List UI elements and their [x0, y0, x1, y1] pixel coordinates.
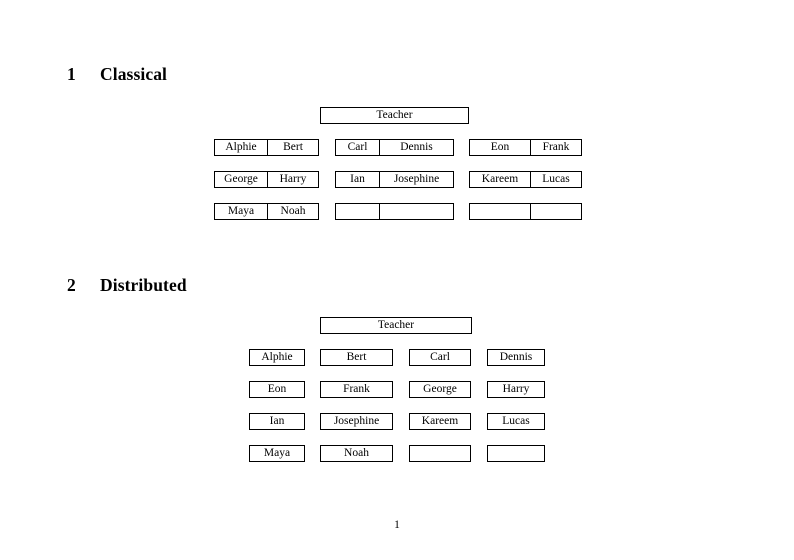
student-box: Frank — [320, 381, 393, 398]
student-box: Carl — [409, 349, 471, 366]
student-cell: Eon — [470, 140, 531, 155]
student-box: George — [409, 381, 471, 398]
student-label: George — [423, 383, 457, 395]
student-label: Frank — [343, 383, 370, 395]
section-title-2: Distributed — [100, 275, 187, 295]
teacher-label: Teacher — [377, 319, 415, 331]
student-box: Dennis — [487, 349, 545, 366]
section-number-1: 1 — [67, 64, 76, 84]
page-number: 1 — [394, 519, 400, 531]
student-cell: Carl — [336, 140, 380, 155]
student-label: Bert — [346, 351, 367, 363]
student-pair-box-empty — [335, 203, 454, 220]
student-label: Harry — [502, 383, 530, 395]
student-box-empty — [487, 445, 545, 462]
student-pair-box: Eon Frank — [469, 139, 582, 156]
student-box: Eon — [249, 381, 305, 398]
student-label: Carl — [430, 351, 450, 363]
section-title-1: Classical — [100, 64, 168, 84]
section-heading-classical: 1 Classical — [67, 64, 167, 85]
section-heading-distributed: 2 Distributed — [67, 275, 187, 296]
student-pair-box: Carl Dennis — [335, 139, 454, 156]
student-cell: Harry — [279, 173, 307, 185]
student-box: Noah — [320, 445, 393, 462]
teacher-box-distributed: Teacher — [320, 317, 472, 334]
student-box: Ian — [249, 413, 305, 430]
section-number-2: 2 — [67, 275, 76, 295]
student-label: Maya — [263, 447, 291, 459]
student-cell-empty — [336, 204, 380, 219]
student-pair-box: Alphie Bert — [214, 139, 319, 156]
student-cell-empty — [531, 204, 581, 219]
student-pair-box: George Harry — [214, 171, 319, 188]
student-pair-box: Maya Noah — [214, 203, 319, 220]
student-box: Alphie — [249, 349, 305, 366]
student-cell: Maya — [215, 204, 268, 219]
student-cell: Noah — [280, 205, 306, 217]
student-cell: Frank — [542, 141, 570, 153]
student-cell-empty — [470, 204, 531, 219]
student-label: Eon — [267, 383, 287, 395]
student-pair-box: Kareem Lucas — [469, 171, 582, 188]
student-cell: Dennis — [400, 141, 433, 153]
student-cell: George — [215, 172, 268, 187]
student-label: Dennis — [499, 351, 533, 363]
student-cell-empty — [380, 204, 453, 219]
student-cell: Bert — [283, 141, 303, 153]
student-box: Josephine — [320, 413, 393, 430]
student-box: Lucas — [487, 413, 545, 430]
student-label-empty — [488, 446, 544, 461]
student-box-empty — [409, 445, 471, 462]
student-label: Kareem — [421, 415, 459, 427]
student-label: Alphie — [261, 351, 293, 363]
student-label: Noah — [344, 447, 369, 459]
student-box: Harry — [487, 381, 545, 398]
student-box: Kareem — [409, 413, 471, 430]
student-cell: Lucas — [542, 173, 570, 185]
student-label: Lucas — [502, 415, 530, 427]
student-label: Ian — [269, 415, 285, 427]
student-box: Bert — [320, 349, 393, 366]
student-label-empty — [410, 446, 470, 461]
student-pair-box-empty — [469, 203, 582, 220]
student-cell: Josephine — [393, 173, 440, 185]
student-cell: Ian — [336, 172, 380, 187]
teacher-box-classical: Teacher — [320, 107, 469, 124]
student-pair-box: Ian Josephine — [335, 171, 454, 188]
student-cell: Alphie — [215, 140, 268, 155]
student-label: Josephine — [333, 415, 380, 427]
teacher-label: Teacher — [376, 109, 413, 121]
student-box: Maya — [249, 445, 305, 462]
student-cell: Kareem — [470, 172, 531, 187]
